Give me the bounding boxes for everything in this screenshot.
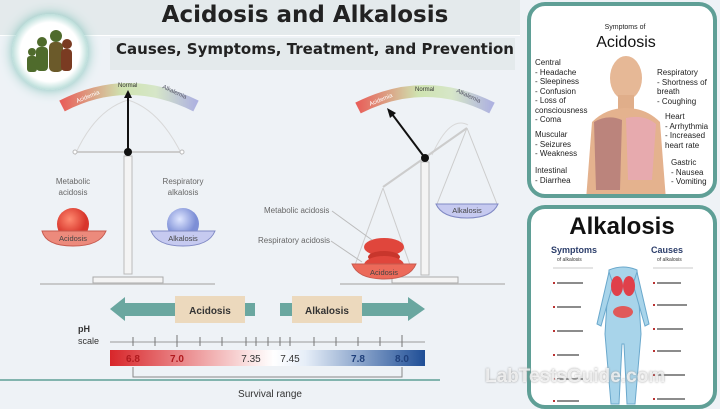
diagram-label: - Vomiting	[671, 177, 707, 186]
diagram-label: acidosis	[59, 188, 88, 197]
needle-arrow-icon	[124, 90, 132, 98]
diagram-label: Muscular	[535, 130, 568, 139]
diagram-label: Alkalosis	[452, 206, 482, 215]
ph-scale: Acidosis Alkalosis pH scale 6.8 7.0 7.35…	[0, 296, 440, 400]
gauge-left: Acidemia Normal Alkalemia	[59, 83, 199, 156]
pan-alkalosis: Alkalosis	[168, 234, 198, 243]
diagram-label: Intestinal	[535, 166, 568, 175]
gauge-normal-label: Normal	[118, 83, 137, 89]
diagram-label: - Coma	[535, 115, 562, 124]
group-intestinal: Intestinal- Diarrhea	[535, 166, 571, 185]
page-title: Acidosis and Alkalosis	[161, 2, 449, 28]
diagram-label: breath	[657, 87, 680, 96]
diagram-label: Acidosis	[370, 268, 398, 277]
diagram-label: - Seizures	[535, 139, 572, 149]
diagram-label: Heart	[665, 112, 685, 121]
page-subtitle: Causes, Symptoms, Treatment, and Prevent…	[116, 40, 514, 58]
diagram-label: Gastric	[671, 158, 697, 167]
acidosis-arrow-label: Acidosis	[189, 306, 231, 317]
alkalosis-causes-heading: Causes	[651, 245, 684, 255]
subtitle-box	[110, 38, 515, 70]
diagram-label: - Increased	[665, 131, 706, 140]
diagram-label: 7.35	[241, 354, 261, 365]
alkalosis-card: Alkalosis Symptoms of alkalosis Causes o…	[527, 205, 717, 409]
diagram-label: consciousness	[535, 105, 588, 115]
diagram-label: pH	[78, 324, 90, 334]
diagram-label: - Loss of	[535, 96, 566, 105]
alkalosis-symptoms-sub: of alkalosis	[557, 257, 582, 263]
diagram-label: Central	[535, 58, 561, 67]
label-respiratory-acidosis: Respiratory acidosis	[258, 236, 330, 245]
diagram-label: - Coughing	[657, 96, 697, 106]
group-central: Central- Headache- Sleepiness- Confusion…	[535, 58, 587, 125]
body-circulation-illustration	[553, 266, 693, 405]
diagram-label: scale	[78, 336, 99, 346]
diagram-label: - Diarrhea	[535, 175, 571, 185]
label-metabolic-acidosis: Metabolic acidosis	[264, 206, 329, 215]
gauge-right: Acidemia Normal Alkalemia	[355, 85, 495, 159]
family-logo-icon	[12, 14, 88, 90]
pan-acidosis: Acidosis	[59, 234, 87, 243]
diagram-label: - Sleepiness	[535, 77, 580, 86]
diagram-label: heart rate	[665, 140, 700, 150]
group-gastric: Gastric- Nausea- Vomiting	[671, 158, 707, 187]
title-bar	[0, 0, 520, 36]
diagram-label: Normal	[415, 87, 434, 93]
diagram-label: 6.8	[126, 354, 140, 365]
balanced-scale: Metabolic acidosis Acidosis Respiratory …	[40, 148, 216, 285]
watermark: LabTestsGuide.com	[485, 366, 666, 387]
alkalosis-arrow-label: Alkalosis	[305, 306, 349, 317]
alkalosis-card-title: Alkalosis	[569, 213, 675, 240]
human-body-illustration	[586, 56, 666, 194]
acidosis-symptoms-card: Symptoms of Acidosis Central- Headache- …	[527, 2, 717, 198]
acidosis-card-title: Acidosis	[596, 34, 656, 51]
group-muscular: Muscular- Seizures- Weakness	[535, 130, 577, 159]
alkalosis-symptoms-heading: Symptoms	[551, 245, 598, 255]
diagram-label: Respiratory	[657, 68, 698, 77]
diagram-area: Acidemia Normal Alkalemia Metabolic acid…	[0, 83, 505, 400]
diagram-label: 8.0	[395, 354, 409, 365]
diagram-label: - Confusion	[535, 86, 576, 96]
diagram-label: - Headache	[535, 67, 577, 77]
diagram-label: alkalosis	[168, 188, 199, 197]
alkalosis-causes-sub: of alkalosis	[657, 257, 682, 263]
needle-acidemia	[391, 113, 426, 159]
diagram-label: Metabolic	[56, 177, 90, 186]
diagram-label: Respiratory	[163, 177, 204, 186]
diagram-label: - Weakness	[535, 149, 578, 158]
diagram-label: - Nausea	[671, 167, 704, 177]
diagram-label: 7.0	[170, 354, 184, 365]
diagram-label: - Arrhythmia	[665, 121, 709, 131]
diagram-label: 7.8	[351, 354, 365, 365]
tipped-scale: Alkalosis Acidosis Metabolic acidosis Re…	[258, 127, 505, 285]
survival-range-label: Survival range	[238, 389, 302, 400]
diagram-label: - Shortness of	[657, 77, 707, 87]
diagram-label: 7.45	[280, 354, 300, 365]
acidosis-card-subheading: Symptoms of	[604, 24, 646, 31]
